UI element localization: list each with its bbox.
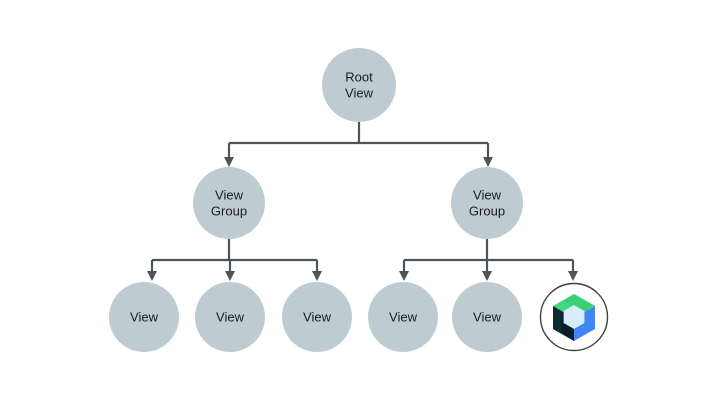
node-circle xyxy=(322,48,396,122)
node-label-line1: View xyxy=(473,187,502,202)
compose-right-face xyxy=(574,306,595,341)
connector-layer xyxy=(147,122,578,281)
node-view-leaf-5[interactable]: View xyxy=(452,282,522,352)
node-label-line2: View xyxy=(345,85,374,100)
node-view-leaf-2[interactable]: View xyxy=(195,282,265,352)
arrowhead-view-2 xyxy=(225,271,235,281)
edge-viewgroup-right-to-views xyxy=(399,239,578,281)
node-view-leaf-3[interactable]: View xyxy=(282,282,352,352)
node-view-group-left[interactable]: View Group xyxy=(193,167,265,239)
node-view-group-right[interactable]: View Group xyxy=(451,167,523,239)
arrowhead-view-5 xyxy=(482,271,492,281)
node-label-line1: View xyxy=(215,187,244,202)
arrowhead-view-4 xyxy=(399,271,409,281)
compose-center-hexagon xyxy=(563,305,585,329)
node-label-line2: Group xyxy=(211,203,247,218)
node-label-line2: Group xyxy=(469,203,505,218)
edge-root-to-viewgroups xyxy=(224,122,493,167)
node-circle xyxy=(109,282,179,352)
compose-top-face-highlight xyxy=(564,294,595,312)
node-root-view[interactable]: Root View xyxy=(322,48,396,122)
node-label-line1: Root xyxy=(345,69,373,84)
compose-left-face-edge xyxy=(553,306,562,334)
node-circle xyxy=(195,282,265,352)
node-circle xyxy=(452,282,522,352)
node-label-line1: View xyxy=(216,309,245,324)
node-label-line1: View xyxy=(303,309,332,324)
node-circle xyxy=(451,167,523,239)
node-label-line1: View xyxy=(389,309,418,324)
node-circle xyxy=(193,167,265,239)
arrowhead-viewgroup-right xyxy=(483,157,493,167)
node-circle xyxy=(282,282,352,352)
node-view-leaf-4[interactable]: View xyxy=(368,282,438,352)
arrowhead-view-1 xyxy=(147,271,157,281)
arrowhead-view-3 xyxy=(312,271,322,281)
node-label-line1: View xyxy=(130,309,159,324)
node-view-leaf-1[interactable]: View xyxy=(109,282,179,352)
node-label-line1: View xyxy=(473,309,502,324)
arrowhead-compose-node xyxy=(568,271,578,281)
node-circle xyxy=(368,282,438,352)
node-compose[interactable] xyxy=(539,282,609,352)
jetpack-compose-icon xyxy=(553,294,595,341)
arrowhead-viewgroup-left xyxy=(224,157,234,167)
edge-viewgroup-left-to-views xyxy=(147,239,322,281)
